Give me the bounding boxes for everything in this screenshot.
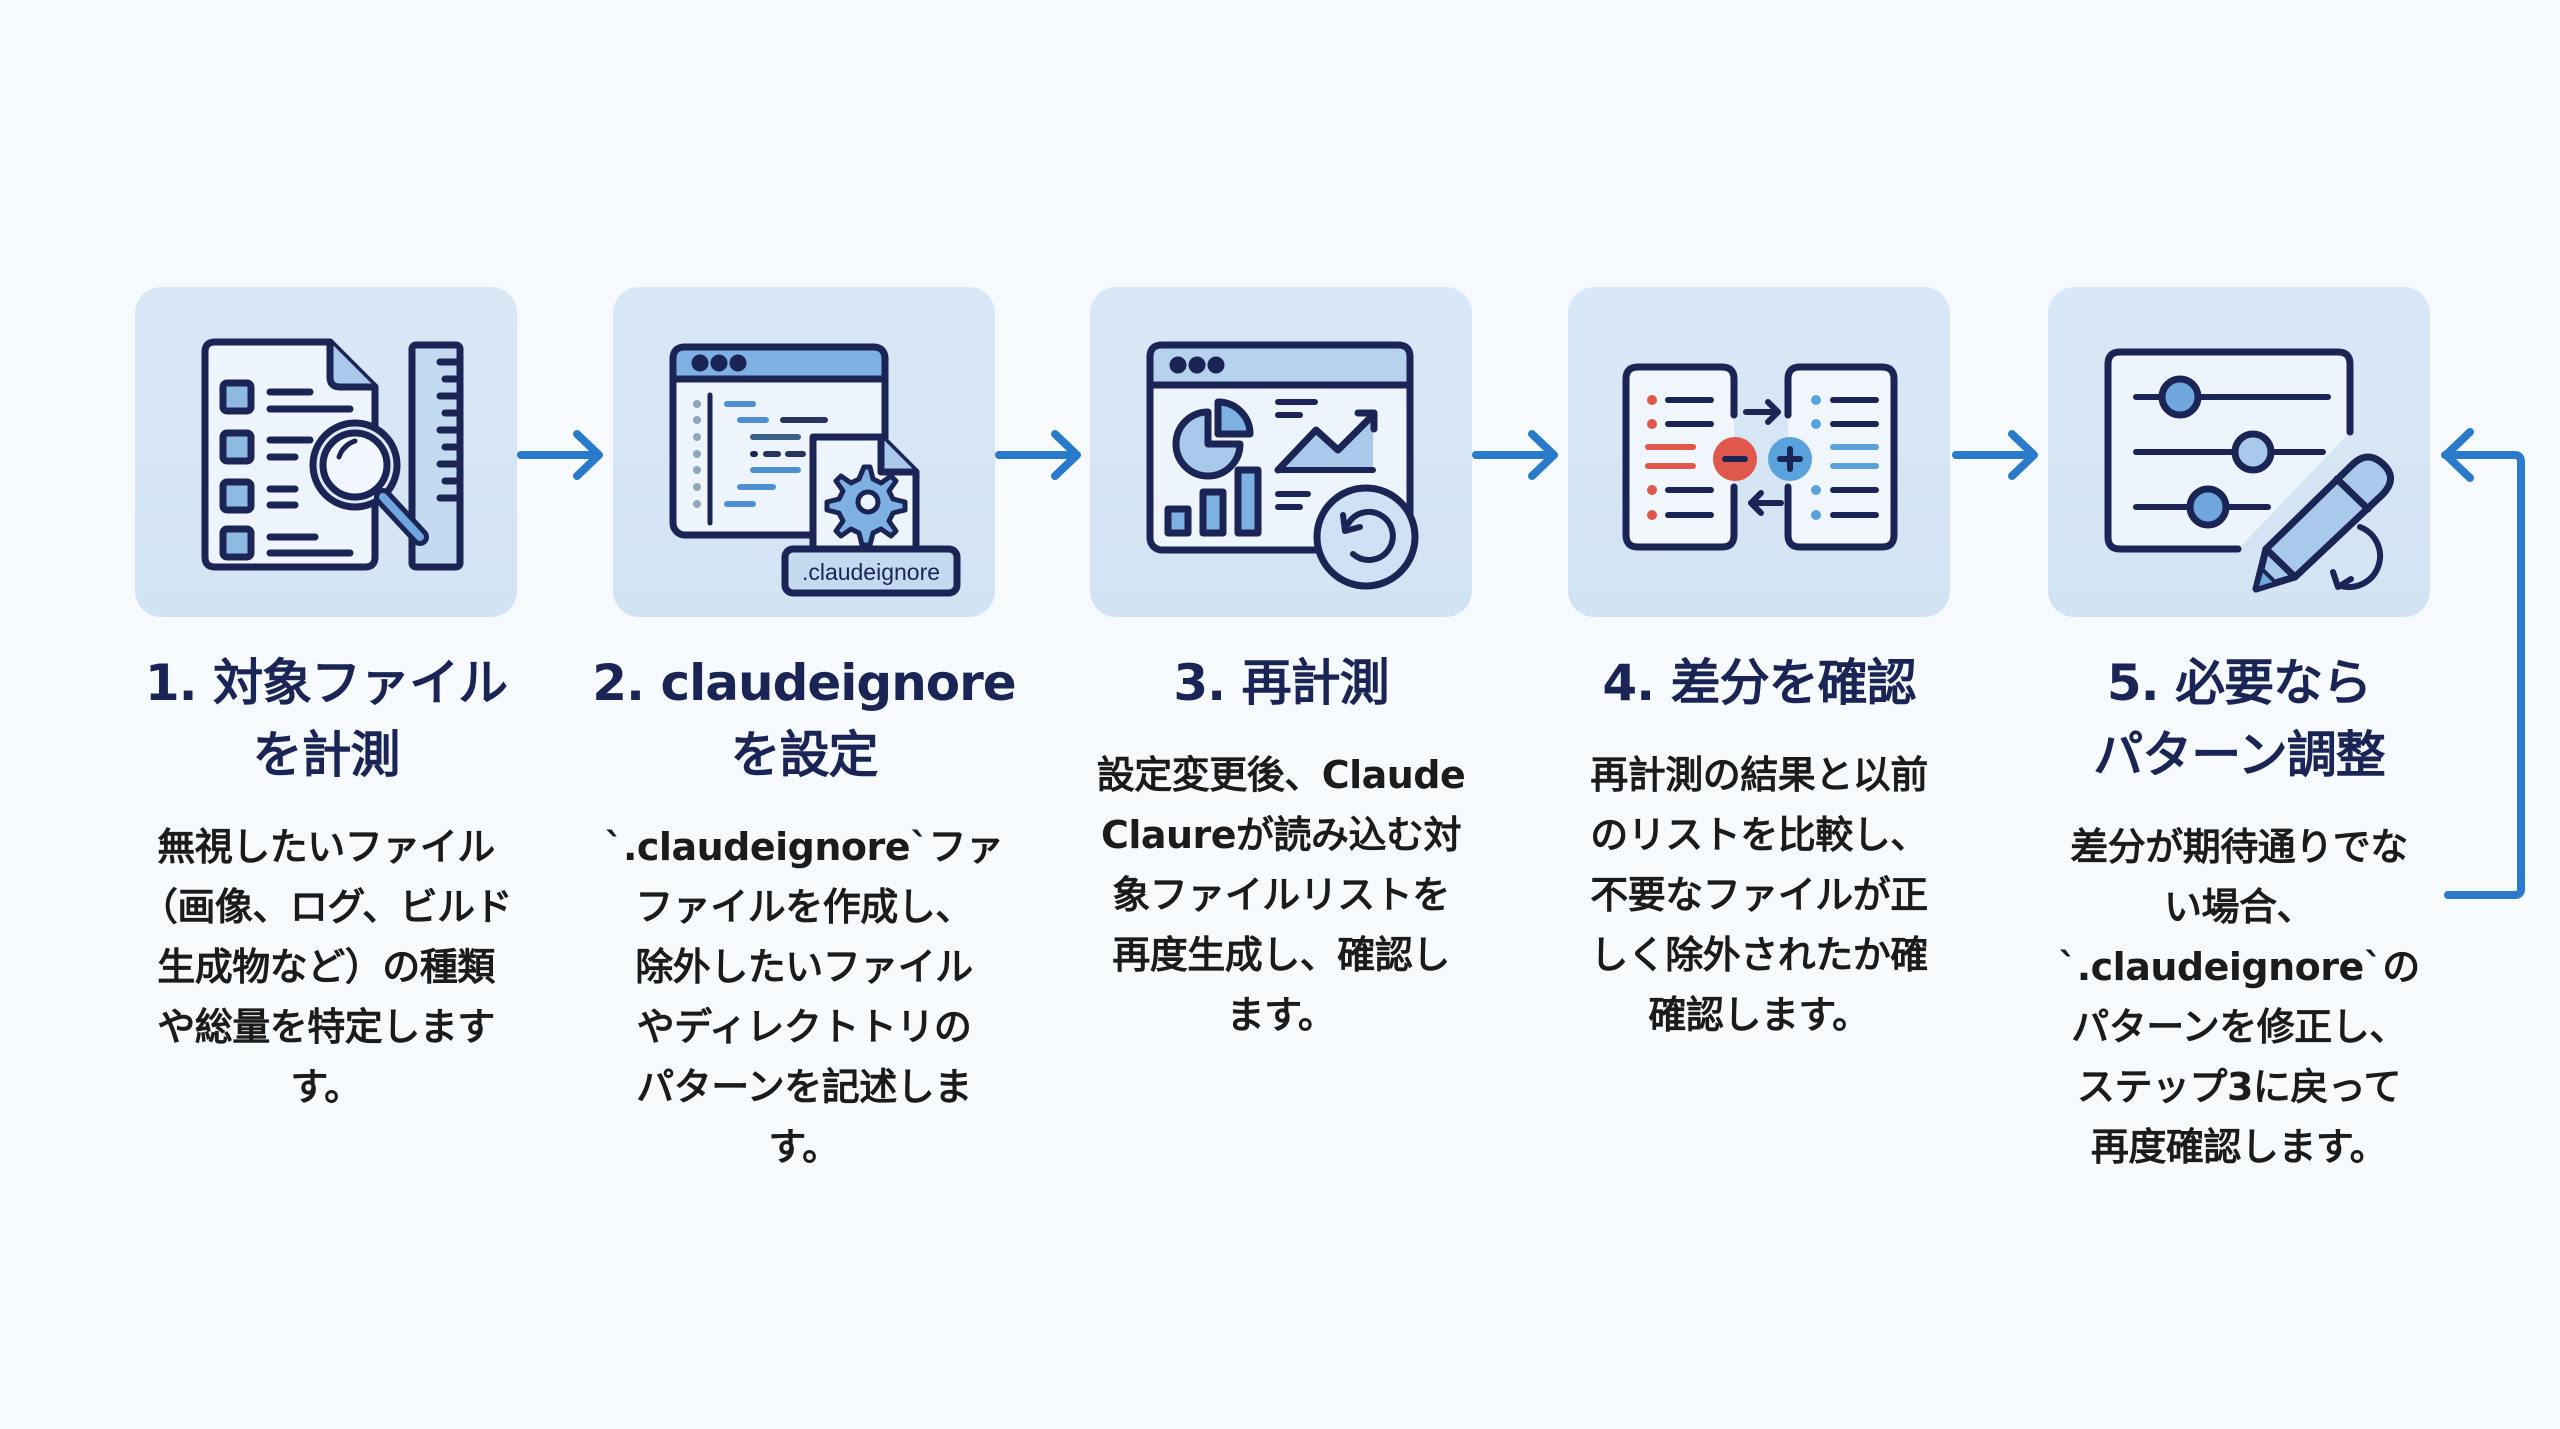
step-5-description: 差分が期待通りでな い場合、 `.claudeignore`の パターンを修正し… [2058,825,2420,1169]
document-magnifier-ruler-icon [201,338,464,571]
step-2-card: .claudeignore [613,287,995,617]
step-2: .claudeignore 2. claudeignore を設定 `.clau… [592,287,1017,1177]
step-2-title: 2. claudeignore を設定 [592,654,1016,784]
plus-icon [1768,437,1812,481]
step-5: 5. 必要なら パターン調整 差分が期待通りでな い場合、 `.claudeig… [2048,287,2430,1177]
loop-back-arrow-icon [2441,428,2525,899]
step-3-description: 設定変更後、Claude Claureが読み込む対 象ファイルリストを 再度生成… [1096,753,1466,1037]
minus-icon [1713,437,1757,481]
step-5-title: 5. 必要なら パターン調整 [2093,654,2386,784]
sliders-pencil-icon [2104,348,2394,593]
step-4-title: 4. 差分を確認 [1602,654,1916,712]
step-5-card [2048,287,2430,617]
step-1-description: 無視したいファイル （画像、ログ、ビルド 生成物など）の種類 や総量を特定します… [139,825,513,1109]
step-3: 3. 再計測 設定変更後、Claude Claureが読み込む対 象ファイルリス… [1090,287,1472,1045]
step-2-description: `.claudeignore`ファ ファイルを作成し、 除外したいファイル やデ… [604,825,1004,1169]
arrow-right-icon [1472,430,1558,480]
step-3-card [1090,287,1472,617]
dashboard-refresh-icon [1146,341,1419,590]
step-4-card [1568,287,1950,617]
code-window-gear-file-icon: .claudeignore [669,343,961,597]
step-1-title: 1. 対象ファイル を計測 [144,654,508,784]
step-3-title: 3. 再計測 [1173,654,1389,712]
claudeignore-file-label: .claudeignore [802,559,940,585]
step-4-description: 再計測の結果と以前 のリストを比較し、 不要なファイルが正 しく除外されたか確 … [1590,753,1928,1037]
compare-lists-diff-icon [1622,363,1898,551]
arrow-right-icon [1952,430,2038,480]
arrow-right-icon [995,430,1081,480]
step-1-card [135,287,517,617]
step-4: 4. 差分を確認 再計測の結果と以前 のリストを比較し、 不要なファイルが正 し… [1568,287,1950,1045]
arrow-right-icon [517,430,603,480]
step-1: 1. 対象ファイル を計測 無視したいファイル （画像、ログ、ビルド 生成物など… [135,287,517,1117]
